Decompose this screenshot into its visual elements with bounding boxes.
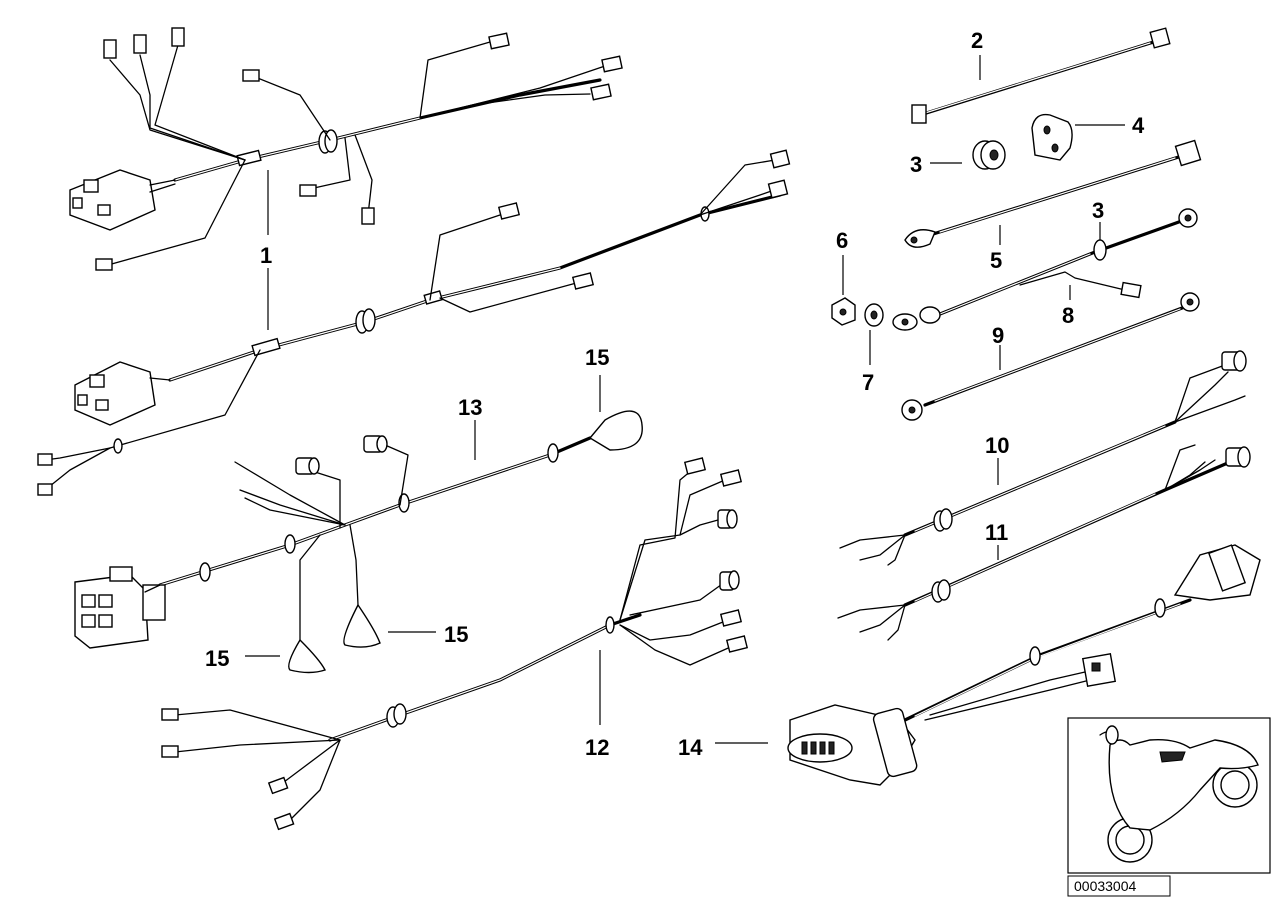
callout-15-right: 15 <box>444 622 468 647</box>
harness-part-13 <box>74 410 643 674</box>
callout-5: 5 <box>990 248 1002 273</box>
cable-part-11 <box>837 444 1251 641</box>
cable-part-10 <box>839 350 1247 566</box>
cable-part-2 <box>911 27 1171 124</box>
callout-12: 12 <box>585 735 609 760</box>
leader-lines <box>245 55 1125 744</box>
callout-6: 6 <box>836 228 848 253</box>
cable-part-8 <box>892 208 1198 331</box>
cable-part-5 <box>904 139 1202 248</box>
cable-part-9 <box>901 292 1200 421</box>
callout-2: 2 <box>971 28 983 53</box>
callout-3-grommet: 3 <box>910 152 922 177</box>
callout-13: 13 <box>458 395 482 420</box>
motorcycle-inset <box>1067 717 1271 874</box>
washer-part-7 <box>864 303 884 327</box>
document-id: 00033004 <box>1074 878 1137 894</box>
harness-part-1-lower <box>37 149 791 496</box>
callout-15-top: 15 <box>585 345 609 370</box>
callout-15-left: 15 <box>205 646 229 671</box>
callout-9: 9 <box>992 323 1004 348</box>
callout-11: 11 <box>985 520 1008 545</box>
harness-part-1-upper <box>69 27 623 271</box>
callout-3-cable: 3 <box>1092 198 1104 223</box>
motorcycle-icon <box>1099 725 1259 863</box>
nut-part-6 <box>831 297 856 326</box>
callout-7: 7 <box>862 370 874 395</box>
harness-part-14 <box>787 544 1261 786</box>
callout-1: 1 <box>260 243 272 268</box>
grommet-part-3 <box>972 140 1006 170</box>
callout-14: 14 <box>678 735 703 760</box>
holder-part-4 <box>1031 113 1073 161</box>
callout-4: 4 <box>1132 113 1145 138</box>
callout-8: 8 <box>1062 303 1074 328</box>
callout-10: 10 <box>985 433 1009 458</box>
harness-part-12 <box>161 457 749 831</box>
